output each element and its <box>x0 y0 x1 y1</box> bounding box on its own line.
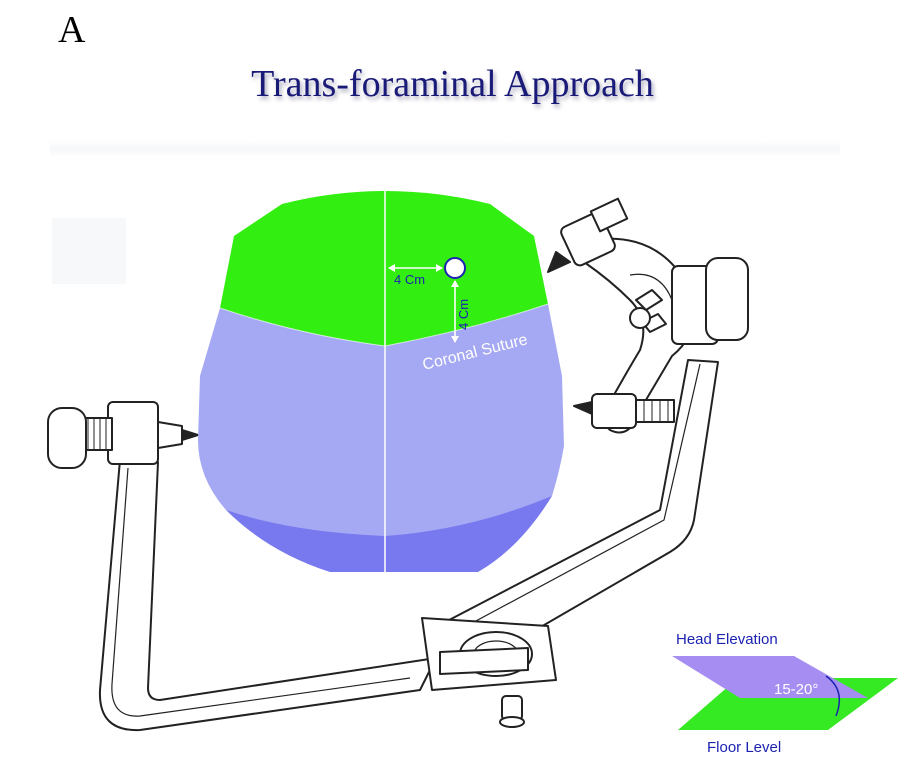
kocher-entry-point <box>444 257 466 279</box>
elevation-angle-arc <box>825 675 841 717</box>
vertical-measure-arrow <box>451 280 459 343</box>
coronal-suture-line <box>219 303 549 347</box>
panel-label: A <box>58 9 86 51</box>
skull-top-view: 4 Cm 4 Cm Coronal Suture <box>198 190 564 572</box>
head-clamp <box>47 197 749 732</box>
elevation-inset: Head Elevation 15-20° Floor Level <box>672 631 898 756</box>
clamp-rocker-arm <box>547 197 749 434</box>
figure-title: Trans-foraminal Approach <box>251 63 654 105</box>
parietal-region <box>198 304 564 536</box>
head-plane <box>672 656 868 698</box>
background-smudge <box>52 218 126 284</box>
vertical-measure-label: 4 Cm <box>456 299 471 330</box>
head-elevation-label: Head Elevation <box>676 631 778 648</box>
horizontal-measure-arrow <box>388 264 443 272</box>
clamp-base-swivel <box>421 617 557 728</box>
horizontal-measure-label: 4 Cm <box>394 272 425 287</box>
elevation-angle-label: 15-20° <box>774 681 818 698</box>
frontal-region <box>220 191 548 346</box>
clamp-left-pin-assembly <box>47 401 199 469</box>
clamp-frame-left-arm <box>98 459 437 732</box>
background-haze <box>50 140 840 158</box>
floor-level-label: Floor Level <box>707 739 781 756</box>
